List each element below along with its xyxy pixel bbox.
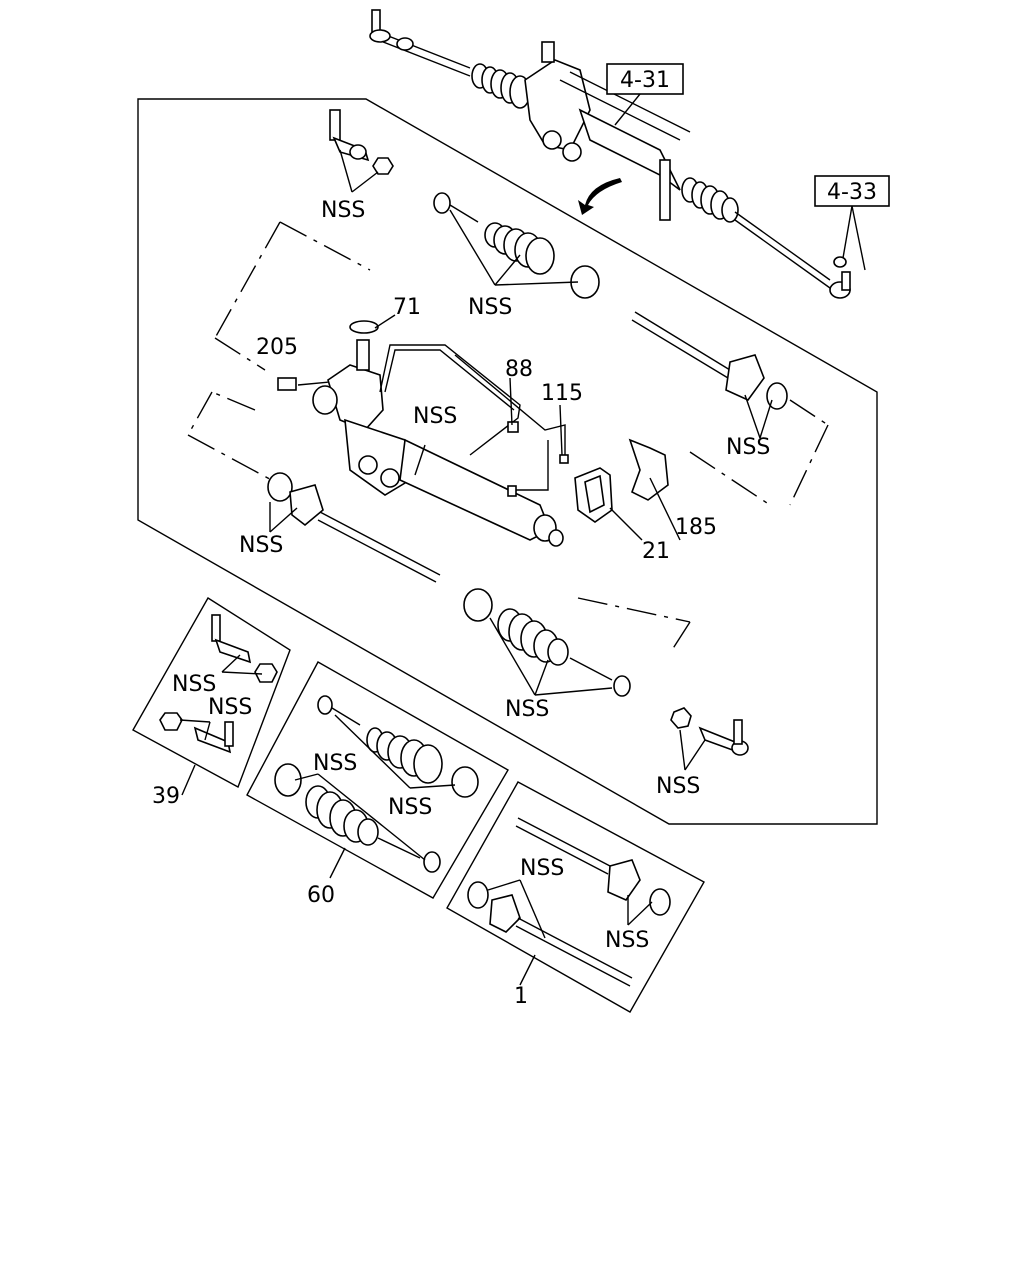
part-185-bracket — [628, 438, 669, 501]
assembled-steering-rack — [369, 9, 851, 299]
label-nss-11: NSS — [388, 795, 432, 820]
label-nss-10: NSS — [656, 774, 700, 799]
label-21: 21 — [642, 539, 670, 564]
clamp-lower-left — [463, 588, 493, 622]
inner-tie-rod-upper — [631, 311, 788, 410]
inner-tie-rod-lower — [267, 472, 441, 583]
steering-gear-housing — [312, 339, 564, 547]
part-21-insulator — [574, 467, 613, 523]
tie-rod-end-lower-right — [670, 707, 749, 756]
rack-boot-right-assembled — [681, 177, 739, 223]
part-205-fitting — [277, 377, 331, 391]
svg-text:4-33: 4-33 — [827, 180, 877, 205]
label-1: 1 — [514, 984, 528, 1009]
tie-rod-end-upper-left — [329, 109, 394, 175]
kit-39-tie-rod-ends — [132, 597, 291, 796]
rack-boot-lower — [497, 608, 569, 666]
assembly-arrow — [578, 178, 622, 215]
label-nss-8: NSS — [505, 697, 549, 722]
kit-60-boots-clamps — [246, 661, 509, 899]
clamp-lower-right — [569, 657, 631, 697]
guide-lines — [187, 221, 829, 651]
ref-box-4-31: 4-31 — [606, 63, 684, 126]
clamp-upper-left — [433, 192, 479, 223]
label-185: 185 — [675, 515, 717, 540]
label-205: 205 — [256, 335, 298, 360]
label-115: 115 — [541, 381, 583, 406]
label-88: 88 — [505, 357, 533, 382]
label-nss-2: NSS — [468, 295, 512, 320]
label-nss-9: NSS — [313, 751, 357, 776]
leader-lines — [179, 149, 773, 939]
label-60: 60 — [307, 883, 335, 908]
label-nss-7: NSS — [208, 695, 252, 720]
exploded-view-frame — [137, 98, 878, 825]
hydraulic-lines — [379, 344, 569, 497]
label-nss-13: NSS — [605, 928, 649, 953]
rack-boot-left-assembled — [471, 63, 531, 109]
label-nss-4: NSS — [726, 435, 770, 460]
label-nss-5: NSS — [239, 533, 283, 558]
label-71: 71 — [393, 295, 421, 320]
label-39: 39 — [152, 784, 180, 809]
callout-labels: NSS NSS 71 205 88 115 NSS NSS 185 21 NSS… — [152, 198, 770, 1009]
ref-box-4-33: 4-33 — [814, 175, 890, 271]
kit-1-inner-tie-rods — [446, 781, 705, 1013]
label-nss-6: NSS — [172, 672, 216, 697]
svg-text:4-31: 4-31 — [620, 68, 670, 93]
label-nss-12: NSS — [520, 856, 564, 881]
label-nss-3: NSS — [413, 404, 457, 429]
rack-boot-upper — [484, 222, 555, 275]
label-nss-1: NSS — [321, 198, 365, 223]
seal-part-71 — [349, 320, 379, 334]
